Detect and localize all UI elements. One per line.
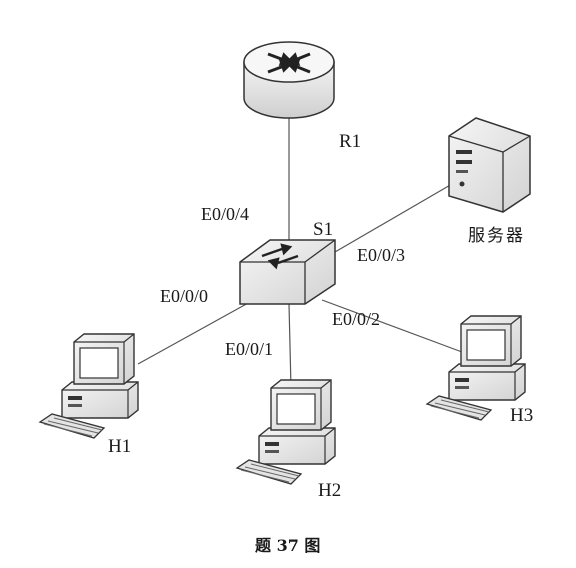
server-tower bbox=[448, 117, 531, 213]
host-h1 bbox=[39, 333, 139, 439]
switch-arrows-icon bbox=[261, 243, 299, 270]
link-switch-h1 bbox=[137, 301, 251, 365]
host-h1-label: H1 bbox=[108, 436, 132, 457]
link-switch-h3 bbox=[321, 299, 463, 353]
server-label: 服务器 bbox=[468, 226, 525, 246]
figure-caption: 题 37 图 bbox=[255, 536, 321, 555]
router-arrows-icon bbox=[267, 52, 311, 74]
host-h2-label: H2 bbox=[318, 480, 342, 501]
port-label-e000: E0/0/0 bbox=[160, 286, 208, 306]
port-label-e003: E0/0/3 bbox=[357, 245, 405, 265]
router-r1 bbox=[243, 41, 335, 119]
router-label: R1 bbox=[339, 131, 362, 152]
switch-label: S1 bbox=[313, 219, 334, 240]
port-label-e001: E0/0/1 bbox=[225, 339, 273, 359]
host-h3-label: H3 bbox=[510, 405, 534, 426]
switch-s1 bbox=[239, 239, 336, 305]
link-switch-h2 bbox=[288, 303, 292, 389]
link-switch-server bbox=[334, 183, 453, 253]
port-label-e002: E0/0/2 bbox=[332, 309, 380, 329]
host-h2 bbox=[236, 379, 336, 485]
port-label-e004: E0/0/4 bbox=[201, 204, 249, 224]
